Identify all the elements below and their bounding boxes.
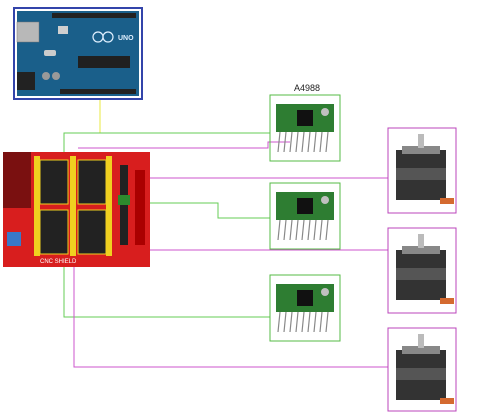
- driver-3-border: [269, 274, 341, 342]
- usb-port-icon: [16, 21, 40, 43]
- power-jack-icon: [17, 72, 35, 90]
- driver-2-pot-icon: [321, 196, 329, 204]
- motor-3-shaft-icon: [418, 334, 424, 348]
- shield-label: CNC SHIELD: [40, 259, 77, 265]
- stepper-motor-3: [387, 327, 457, 412]
- driver-3-pot-icon: [321, 288, 329, 296]
- driver-slot-1: [39, 159, 69, 205]
- driver-2: [269, 182, 341, 250]
- wire-motor3-magenta: [73, 262, 388, 368]
- potentiometer-icon: [7, 232, 21, 246]
- driver-1: A4988: [269, 83, 341, 162]
- driver-3: [269, 274, 341, 342]
- microcontroller-chip-icon: [78, 56, 130, 68]
- motor-1-border: [387, 127, 457, 214]
- arduino-board: UNO: [13, 7, 143, 100]
- driver-slot-2: [77, 159, 107, 205]
- driver-1-pot-icon: [321, 108, 329, 116]
- arduino-model-label: UNO: [118, 35, 134, 42]
- motor-1-shaft-icon: [418, 134, 424, 148]
- wire-driver2-green: [140, 202, 270, 219]
- driver-2-border: [269, 182, 341, 250]
- arduino-border: [13, 7, 143, 100]
- driver-1-chip-icon: [297, 110, 313, 126]
- driver-3-chip-icon: [297, 290, 313, 306]
- wire-driver3-green: [63, 262, 270, 318]
- driver-2-chip-icon: [297, 198, 313, 214]
- cnc-shield: CNC SHIELD: [3, 152, 150, 267]
- motor-2-border: [387, 227, 457, 314]
- driver-label: A4988: [294, 83, 320, 93]
- motor-2-shaft-icon: [418, 234, 424, 248]
- stepper-motor-2: [387, 227, 457, 314]
- wire-driver1-magenta: [78, 141, 290, 149]
- stepper-motor-1: [387, 127, 457, 214]
- driver-slot-3: [39, 209, 69, 255]
- driver-1-border: [269, 94, 341, 162]
- driver-slot-4: [77, 209, 107, 255]
- motor-3-border: [387, 327, 457, 412]
